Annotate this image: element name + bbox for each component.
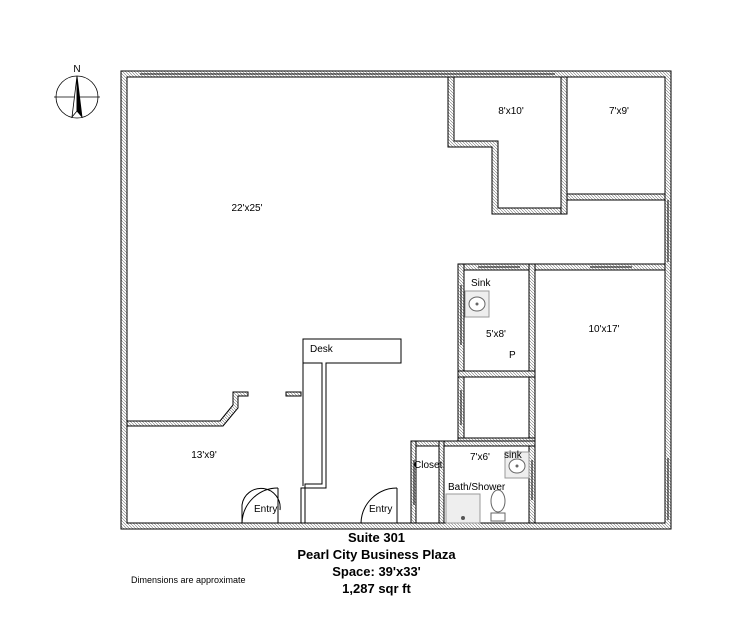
room-main-label: 22'x25' [231, 203, 262, 214]
caption-area: 1,287 sqr ft [342, 581, 411, 596]
bath-shower-label: Bath/Shower [448, 482, 506, 493]
room-reception-label: 13'x9' [191, 450, 217, 461]
desk-label: Desk [310, 344, 334, 355]
compass-north-label: N [73, 64, 80, 75]
closet-label: Closet [414, 460, 443, 471]
sink-label-2: sink [504, 450, 523, 461]
p-label: P [509, 350, 516, 361]
wall-stub [285, 391, 302, 397]
reception-wall [126, 391, 249, 427]
sink-icon [504, 451, 530, 479]
caption-space: Space: 39'x33' [332, 564, 421, 579]
shower-icon [445, 493, 481, 524]
room-restroom-label: 5'x8' [486, 329, 506, 340]
office-b-bottom-wall [566, 193, 666, 201]
compass-icon: N [54, 64, 100, 119]
room-office-c-label: 10'x17' [588, 324, 619, 335]
entry-label-1: Entry [254, 504, 277, 515]
sink-icon [464, 290, 490, 318]
entry-label-2: Entry [369, 504, 392, 515]
room-bath-label: 7'x6' [470, 452, 490, 463]
caption-suite: Suite 301 [347, 530, 406, 545]
wall-office-divider [560, 76, 568, 215]
interior-door-marks [413, 285, 533, 505]
entry-door-2[interactable] [360, 487, 398, 524]
dimensions-note: Dimensions are approximate [131, 575, 246, 585]
caption-plaza: Pearl City Business Plaza [297, 547, 456, 562]
exterior-walls [120, 70, 672, 530]
entry-door-1[interactable] [241, 487, 281, 524]
toilet-icon [490, 489, 506, 522]
office-a-walls [447, 76, 564, 215]
reception-desk [300, 338, 402, 524]
room-office-a-label: 8'x10' [498, 106, 524, 117]
window-marks [140, 73, 669, 520]
sink-label: Sink [471, 278, 491, 289]
room-office-b-label: 7'x9' [609, 106, 629, 117]
